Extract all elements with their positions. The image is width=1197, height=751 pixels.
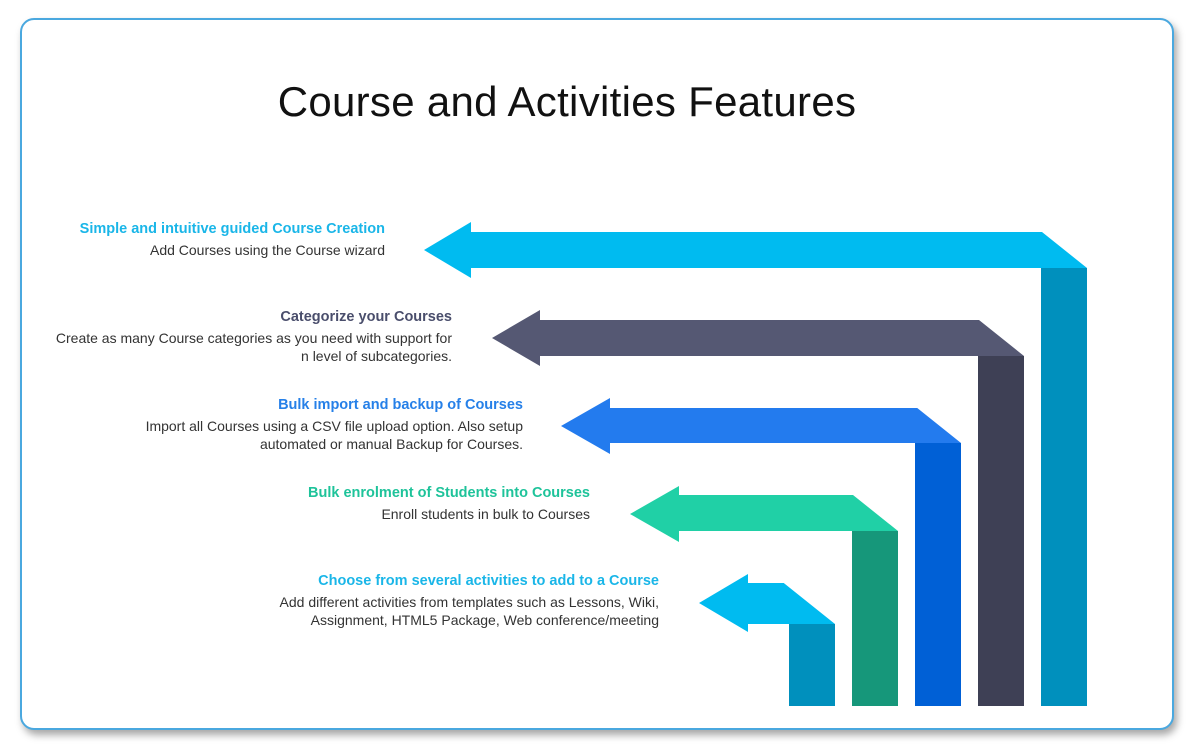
feature-5-arrow [699,574,835,632]
feature-4-description: Enroll students in bulk to Courses [381,506,590,522]
feature-3-title: Bulk import and backup of Courses [278,397,523,413]
feature-3: Bulk import and backup of Courses Import… [123,397,523,453]
feature-5-vertical-bar [789,624,835,706]
feature-1-title: Simple and intuitive guided Course Creat… [79,221,385,237]
feature-5-title: Choose from several activities to add to… [318,573,659,589]
feature-4-title: Bulk enrolment of Students into Courses [308,485,590,501]
feature-5: Choose from several activities to add to… [259,573,659,629]
feature-1: Simple and intuitive guided Course Creat… [0,221,385,259]
feature-2-description: Create as many Course categories as you … [55,330,452,364]
feature-1-arrow [424,222,1087,278]
feature-3-arrow [561,398,961,454]
feature-2-arrow [492,310,1024,366]
feature-2-vertical-bar [978,356,1024,706]
feature-3-description: Import all Courses using a CSV file uplo… [145,418,523,452]
feature-4-arrow [630,486,898,542]
slide-title: Course and Activities Features [277,78,857,125]
feature-3-vertical-bar [915,443,961,706]
feature-5-description: Add different activities from templates … [279,594,659,628]
feature-2-title: Categorize your Courses [280,309,452,325]
feature-1-description: Add Courses using the Course wizard [149,242,385,258]
feature-1-vertical-bar [1041,268,1087,706]
feature-2: Categorize your Courses Create as many C… [52,309,452,365]
feature-4: Bulk enrolment of Students into Courses … [190,485,590,523]
feature-4-vertical-bar [852,531,898,706]
